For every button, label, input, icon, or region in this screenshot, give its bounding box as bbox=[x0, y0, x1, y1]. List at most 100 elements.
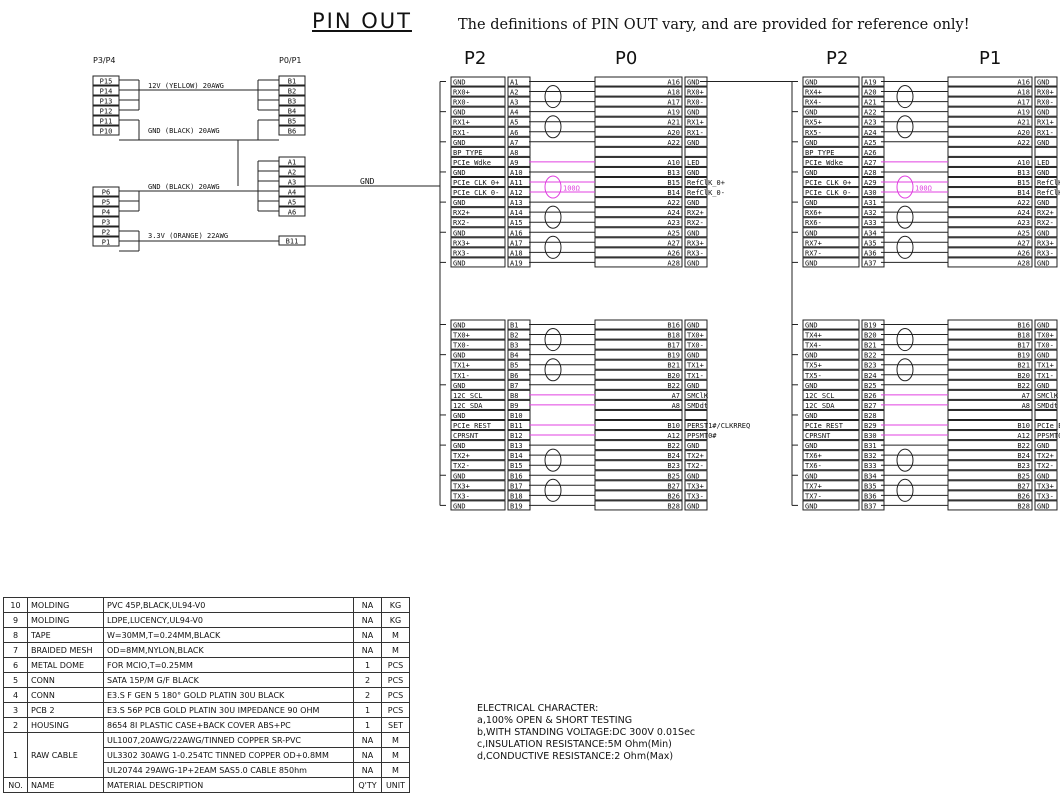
p2-right-a-signal-label: RX6- bbox=[805, 219, 822, 227]
p2-left-a-name-cell bbox=[450, 197, 506, 208]
electrical-line: d,CONDUCTIVE RESISTANCE:2 Ohm(Max) bbox=[477, 751, 674, 762]
p2-right-a-name-cell bbox=[802, 177, 860, 188]
bom-qty: NA bbox=[353, 597, 382, 613]
p2-right-b-name-cell bbox=[802, 369, 860, 380]
p2-right-a-name-cell bbox=[802, 197, 860, 208]
electrical-title: ELECTRICAL CHARACTER: bbox=[477, 703, 599, 714]
bom-header-desc: MATERIAL DESCRIPTION bbox=[103, 777, 354, 793]
p0-b-name-cell bbox=[684, 339, 708, 350]
p0-b-signal-label: GND bbox=[687, 322, 700, 330]
p0-a-pin-label: A22 bbox=[667, 199, 680, 207]
p2-right-a-signal-label: GND bbox=[805, 139, 818, 147]
p0-b-signal-label: TX0- bbox=[687, 342, 704, 350]
p2-right-b-name-cell bbox=[802, 319, 860, 330]
twisted-pair-oval bbox=[544, 448, 562, 472]
bom-name: MOLDING bbox=[27, 612, 104, 628]
bom-row: UL3302 30AWG 1-0.254TC TINNED COPPER OD+… bbox=[4, 747, 410, 763]
wire-label-black: GND (BLACK) 20AWG bbox=[148, 183, 220, 191]
bom-no: 5 bbox=[3, 672, 28, 688]
p0-b-pin-label: B22 bbox=[667, 442, 680, 450]
p2-right-b-pin-label: B29 bbox=[864, 422, 877, 430]
wire-label-black: GND (BLACK) 20AWG bbox=[148, 127, 220, 135]
p2-left-b-pin-label: B19 bbox=[510, 502, 523, 510]
p2-left-a-pin-label: A3 bbox=[510, 99, 518, 107]
p0-b-signal-label: GND bbox=[687, 352, 700, 360]
p2-right-b-name-cell bbox=[802, 339, 860, 350]
p0-b-pin-label: B22 bbox=[667, 382, 680, 390]
p2-right-a-signal-label: PCIe_CLK_0- bbox=[805, 189, 851, 197]
p1-b-name-cell bbox=[1034, 369, 1058, 380]
p0-b-pin-label: B25 bbox=[667, 472, 680, 480]
p2-left-b-signal-label: TX3- bbox=[453, 492, 470, 500]
p1-b-signal-label: TX3- bbox=[1037, 492, 1054, 500]
p2-right-b-name-cell bbox=[802, 490, 860, 501]
p0-b-pin-label: B27 bbox=[667, 482, 680, 490]
p0-a-name-cell bbox=[684, 146, 708, 157]
p1-b-name-cell bbox=[1034, 500, 1058, 511]
bom-no: 9 bbox=[3, 612, 28, 628]
p0-a-pin-label: A17 bbox=[667, 99, 680, 107]
p1-a-pin-label: B15 bbox=[1017, 179, 1030, 187]
p2-left-a-name-cell bbox=[450, 106, 506, 117]
bom-unit: SET bbox=[381, 717, 410, 733]
p0-a-name-cell bbox=[684, 116, 708, 127]
p2-left-b-signal-label: GND bbox=[453, 412, 466, 420]
p0-a-pin-label: A25 bbox=[667, 229, 680, 237]
p1-a-name-cell bbox=[1034, 156, 1058, 167]
p2-left-a-pin-label: A4 bbox=[510, 109, 518, 117]
bom-row: UL20744 29AWG-1P+2EAM SAS5.0 CABLE 850hm… bbox=[4, 762, 410, 778]
sata-left-bottom-label: P3 bbox=[102, 219, 110, 227]
bom-unit: KG bbox=[381, 597, 410, 613]
p1-a-signal-label: GND bbox=[1037, 79, 1050, 87]
p2-left-a-pin-label: A8 bbox=[510, 149, 518, 157]
p0-a-name-cell bbox=[684, 227, 708, 238]
bom-desc: W=30MM,T=0.24MM,BLACK bbox=[103, 627, 354, 643]
p2-right-b-pin-label: B23 bbox=[864, 362, 877, 370]
twisted-pair-oval bbox=[896, 235, 914, 259]
p2-left-a-name-cell bbox=[450, 177, 506, 188]
bom-unit: PCS bbox=[381, 687, 410, 703]
p1-b-signal-label: SMDdt bbox=[1037, 402, 1058, 410]
p0-b-signal-label: PPSMT0# bbox=[687, 432, 717, 440]
p1-b-name-cell bbox=[1034, 319, 1058, 330]
p0-a-signal-label: RX1- bbox=[687, 129, 704, 137]
p2-right-b-name-cell bbox=[802, 389, 860, 400]
p1-a-pin-label: A23 bbox=[1017, 219, 1030, 227]
p2-left-a-pin-label: A19 bbox=[510, 259, 523, 267]
p2-left-a-signal-label: PCIe_CLK_0+ bbox=[453, 179, 499, 187]
header-p2-right: P2 bbox=[826, 48, 849, 69]
bom-desc: UL20744 29AWG-1P+2EAM SAS5.0 CABLE 850hm bbox=[103, 762, 354, 778]
twisted-pair-oval bbox=[896, 115, 914, 139]
p1-a-signal-label: RefClK_0- bbox=[1037, 189, 1060, 197]
p0-a-signal-label: RX1+ bbox=[687, 119, 704, 127]
p2-right-b-name-cell bbox=[802, 450, 860, 461]
bom-no: 6 bbox=[3, 657, 28, 673]
p2-left-b-name-cell bbox=[450, 450, 506, 461]
p2-right-a-signal-label: RX4+ bbox=[805, 89, 822, 97]
twisted-pair-oval bbox=[896, 448, 914, 472]
p1-a-signal-label: LED bbox=[1037, 159, 1050, 167]
header-p0-p1: P0/P1 bbox=[279, 56, 302, 65]
p0-a-signal-label: GND bbox=[687, 169, 700, 177]
p2-left-b-name-cell bbox=[450, 480, 506, 491]
p0-b-signal-label: TX0+ bbox=[687, 332, 704, 340]
bom-qty: 1 bbox=[353, 702, 382, 718]
p2-right-b-pin-cell bbox=[861, 409, 885, 421]
p1-a-signal-label: GND bbox=[1037, 169, 1050, 177]
p2-left-a-pin-label: A15 bbox=[510, 219, 523, 227]
p2-left-b-name-cell bbox=[450, 430, 506, 441]
p0-a-signal-label: RX0- bbox=[687, 99, 704, 107]
p0-b-pin-label: A7 bbox=[672, 392, 680, 400]
gnd-label: GND bbox=[360, 177, 375, 186]
p1-b-pin-cell bbox=[947, 399, 1033, 410]
p0-a-signal-label: RX0+ bbox=[687, 89, 704, 97]
p1-b-name-cell bbox=[1034, 440, 1058, 451]
p2-left-b-pin-cell bbox=[507, 409, 531, 421]
p2-right-a-signal-label: GND bbox=[805, 229, 818, 237]
bom-desc: OD=8MM,NYLON,BLACK bbox=[103, 642, 354, 658]
bom-desc: E3.S 56P PCB GOLD PLATIN 30U IMPEDANCE 9… bbox=[103, 702, 354, 718]
